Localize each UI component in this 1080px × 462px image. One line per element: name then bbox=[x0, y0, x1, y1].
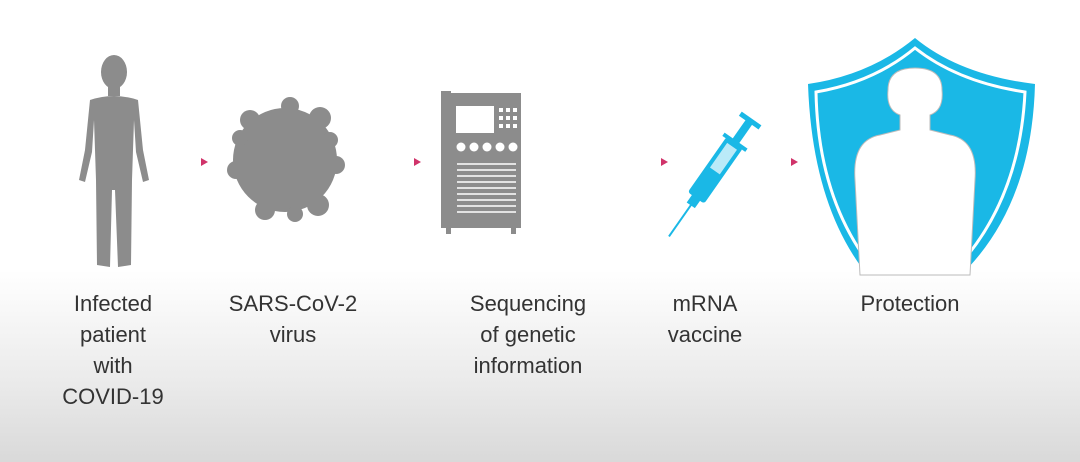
step-label-protection: Protection bbox=[860, 291, 960, 316]
person-silhouette-icon bbox=[79, 55, 149, 267]
syringe-icon bbox=[668, 111, 762, 238]
step-label-mrna-vaccine: mRNA vaccine bbox=[667, 291, 743, 347]
arrow-icon bbox=[762, 158, 798, 166]
arrow-icon bbox=[632, 158, 668, 166]
virus-icon bbox=[227, 97, 345, 222]
step-label-sequencing: Sequencing of genetic information bbox=[469, 291, 587, 378]
arrow-icon bbox=[385, 158, 421, 166]
arrow-icon bbox=[172, 158, 208, 166]
step-label-virus: SARS-CoV-2 virus bbox=[228, 291, 358, 347]
shield-person-icon bbox=[808, 38, 1035, 276]
sequencer-icon bbox=[441, 91, 612, 234]
step-label-infected-patient: Infected patient with COVID-19 bbox=[62, 291, 164, 409]
